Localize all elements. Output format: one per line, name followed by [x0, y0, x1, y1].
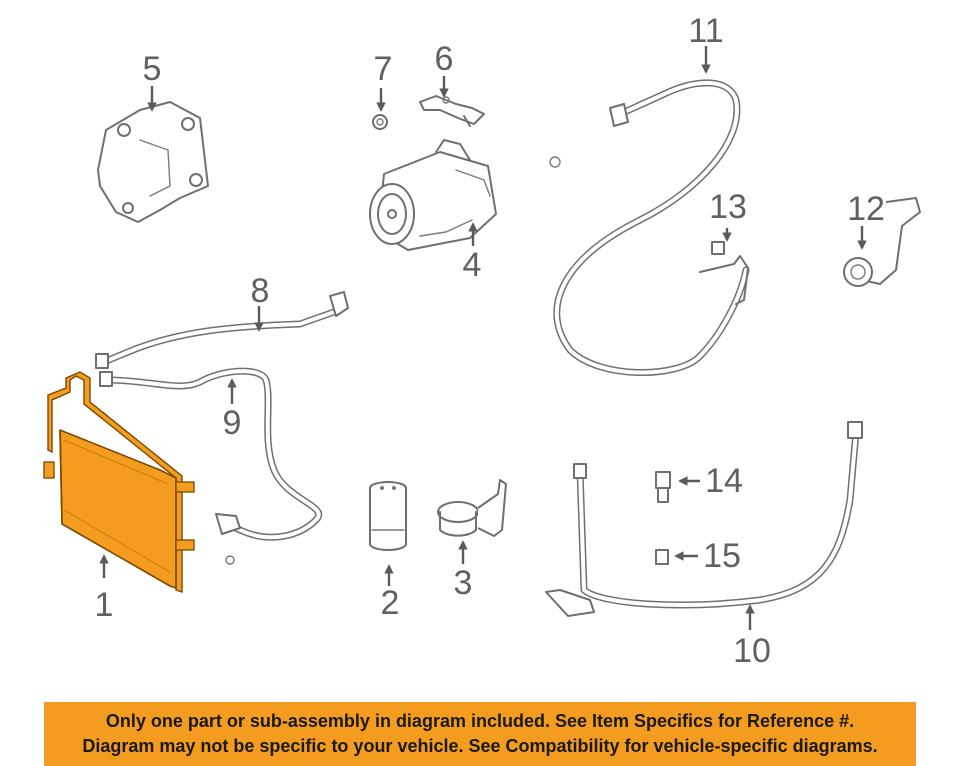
ac-parts-diagram: 1 2 3 4 5 [43, 12, 921, 670]
part-15-valve-core[interactable] [655, 549, 669, 565]
callout-4[interactable]: 4 [463, 246, 482, 284]
disclaimer-line-1: Only one part or sub-assembly in diagram… [105, 711, 855, 731]
callout-15[interactable]: 15 [703, 537, 741, 575]
part-8-hose[interactable] [95, 291, 349, 369]
part-1-condenser[interactable] [43, 371, 195, 593]
callout-7[interactable]: 7 [374, 50, 393, 88]
callout-10[interactable]: 10 [733, 632, 771, 670]
part-9-hose[interactable] [99, 367, 323, 565]
callout-8[interactable]: 8 [251, 272, 270, 310]
part-6-bracket[interactable] [419, 95, 485, 127]
disclaimer-banner: Only one part or sub-assembly in diagram… [44, 702, 916, 766]
callout-14[interactable]: 14 [705, 462, 743, 500]
part-10-hose[interactable] [545, 421, 863, 617]
part-5-compressor-bracket[interactable] [97, 101, 209, 223]
disclaimer-line-2: Diagram may not be specific to your vehi… [82, 736, 878, 756]
part-11-hose[interactable] [549, 79, 750, 377]
part-7-nut[interactable] [372, 114, 388, 130]
part-2-receiver-drier[interactable] [369, 481, 407, 551]
part-14-pressure-switch[interactable] [655, 471, 671, 503]
callout-2[interactable]: 2 [381, 584, 400, 622]
callout-3[interactable]: 3 [454, 564, 473, 602]
part-13-pressure-tube[interactable] [699, 241, 749, 305]
part-4-compressor[interactable] [369, 139, 497, 251]
part-3-drier-bracket[interactable] [437, 479, 507, 537]
callout-1[interactable]: 1 [95, 586, 114, 624]
callout-13[interactable]: 13 [709, 188, 747, 226]
callout-12[interactable]: 12 [847, 190, 885, 228]
callout-9[interactable]: 9 [223, 404, 242, 442]
part-12-expansion-valve[interactable] [843, 197, 921, 287]
callout-6[interactable]: 6 [435, 40, 454, 78]
callout-5[interactable]: 5 [143, 50, 162, 88]
callout-11[interactable]: 11 [688, 12, 723, 50]
